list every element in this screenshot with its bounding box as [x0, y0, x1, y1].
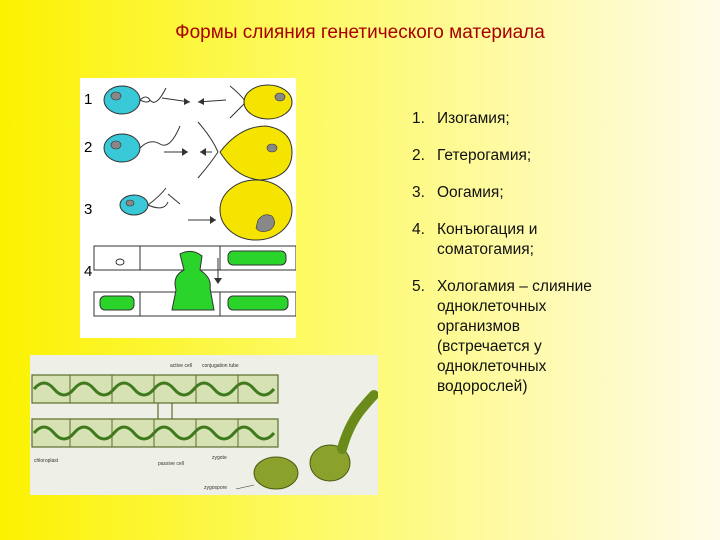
flagellum — [197, 121, 219, 179]
row-label-3: 3 — [84, 201, 92, 218]
germinating-filament — [337, 390, 379, 454]
isogamy-figure — [103, 84, 293, 120]
conjugation-figure — [93, 245, 297, 317]
nucleus — [115, 258, 125, 266]
arrowhead — [200, 148, 206, 156]
photo-label-zygote: zygote — [212, 455, 227, 461]
zygospore — [309, 444, 351, 482]
slide-title: Формы слияния генетического материала — [175, 22, 545, 43]
flagellum — [139, 99, 151, 103]
arrowhead — [198, 98, 204, 105]
arrowhead — [210, 216, 216, 224]
list-item-number: 3. — [412, 184, 425, 201]
list-item-text: Конъюгация и соматогамия; — [437, 221, 538, 258]
list-item: 4. Конъюгация и соматогамия; — [412, 220, 712, 260]
list-item-text: Оогамия; — [437, 184, 504, 201]
fusion-forms-list: 1. Изогамия; 2. Гетерогамия; 3. Оогамия;… — [412, 109, 712, 414]
nucleus — [266, 143, 278, 153]
flagellum — [139, 125, 181, 149]
heterogamy-figure — [103, 121, 293, 181]
fusing-protoplast — [171, 250, 215, 311]
list-item-number: 4. — [412, 221, 425, 238]
arrowhead — [184, 98, 190, 105]
arrowhead — [182, 148, 188, 156]
nucleus — [110, 91, 122, 101]
list-item-text: Гетерогамия; — [437, 147, 532, 164]
arrowhead — [214, 278, 222, 284]
cyan-gamete — [103, 85, 141, 115]
chloroplast — [227, 295, 289, 311]
list-item: 5. Хологамия – слияние одноклеточных орг… — [412, 277, 712, 397]
row-label-1: 1 — [84, 91, 92, 108]
list-item-number: 5. — [412, 278, 425, 295]
nucleus — [255, 214, 275, 232]
conjugation-tubes — [157, 403, 173, 419]
photo-label-chloroplast: chloroplast — [34, 458, 59, 464]
flagellum — [147, 187, 169, 209]
list-item-number: 1. — [412, 110, 425, 127]
nucleus — [110, 140, 122, 150]
lower-spirogyra-filament — [31, 418, 279, 448]
flagellum — [139, 87, 167, 103]
zygospore — [253, 456, 299, 490]
list-item: 1. Изогамия; — [412, 109, 712, 129]
egg-cell — [219, 179, 293, 241]
row-label-4: 4 — [84, 263, 92, 280]
yellow-gamete — [243, 84, 293, 120]
yellow-gamete — [219, 125, 293, 181]
list-item-number: 2. — [412, 147, 425, 164]
cyan-gamete — [103, 133, 141, 163]
photo-label-zygospore: zygospore — [204, 485, 227, 491]
photo-label-passive-cell: passive cell — [158, 461, 184, 467]
pointer-line — [235, 484, 255, 490]
oogamy-figure — [119, 179, 293, 241]
list-item: 2. Гетерогамия; — [412, 146, 712, 166]
list-item-text: Изогамия; — [437, 110, 510, 127]
photo-label-conjugation-tube: conjugation tube — [202, 363, 239, 369]
fusion-diagram: 1 2 3 — [80, 78, 297, 338]
list-item-text: Хологамия – слияние одноклеточных органи… — [437, 278, 592, 395]
list-item: 3. Оогамия; — [412, 183, 712, 203]
nucleus — [274, 92, 286, 102]
nucleus — [125, 199, 135, 207]
chloroplast — [99, 295, 135, 311]
flagellum — [167, 193, 181, 205]
upper-spirogyra-filament — [31, 374, 279, 404]
photo-label-active-cell: active cell — [170, 363, 192, 369]
cyan-gamete — [119, 194, 149, 216]
row-label-2: 2 — [84, 139, 92, 156]
chloroplast — [227, 250, 287, 266]
spirogyra-conjugation-image: active cell conjugation tube chloroplast… — [30, 355, 379, 495]
